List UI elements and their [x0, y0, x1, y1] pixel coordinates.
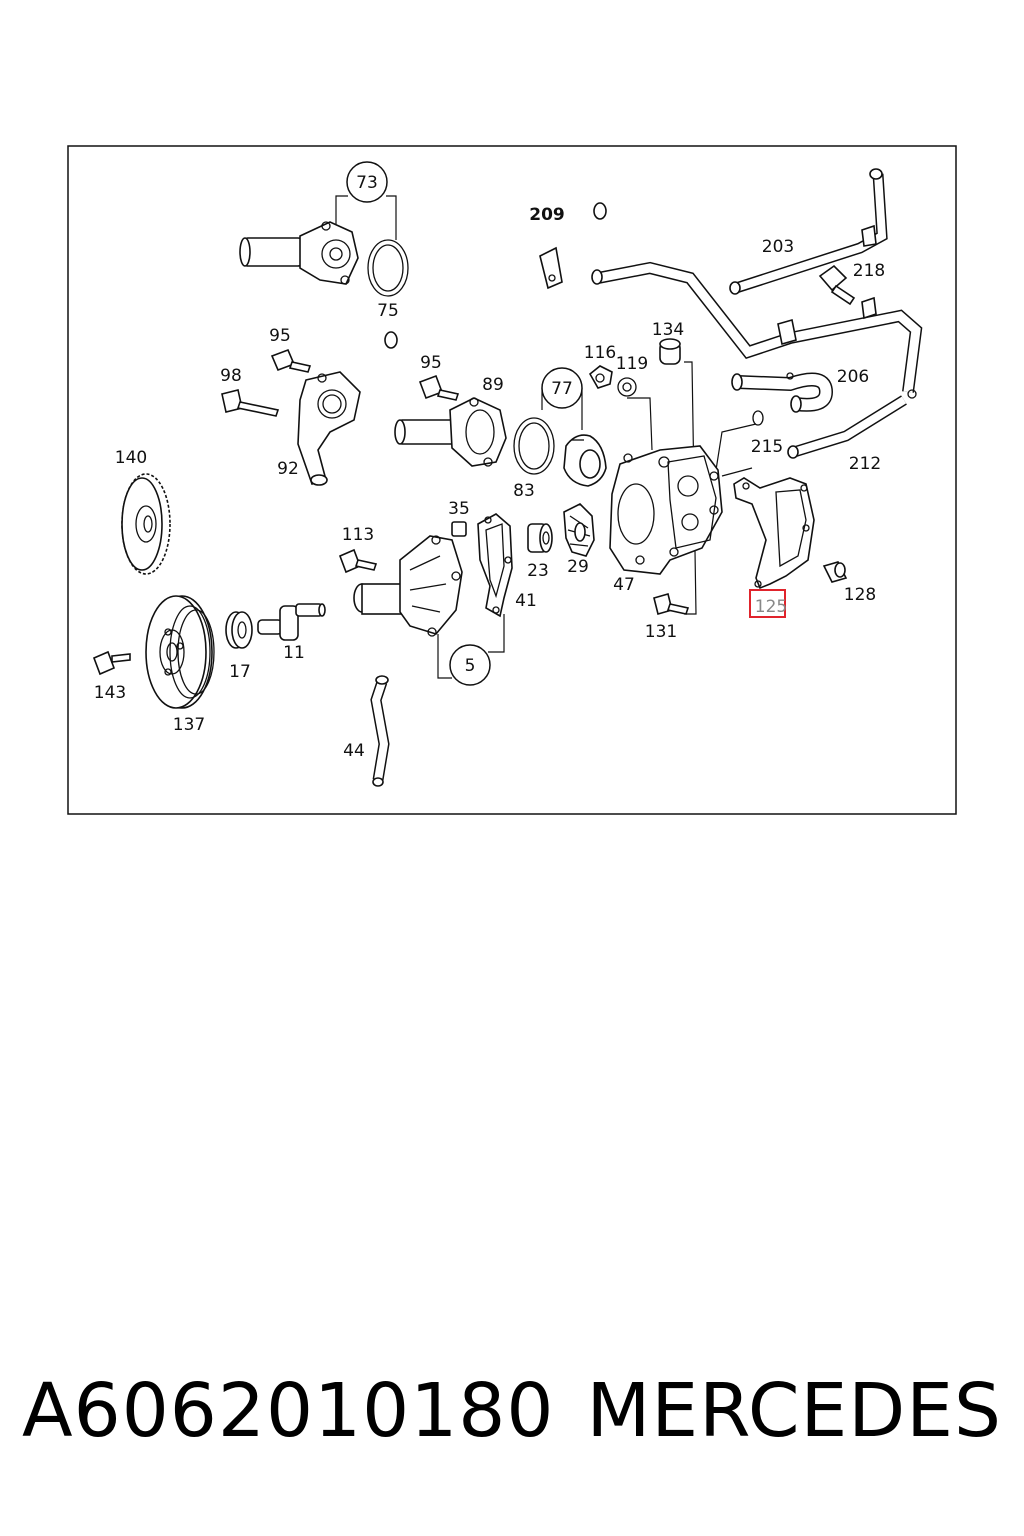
impeller-part-29 — [563, 503, 595, 557]
pulley-part-137 — [145, 595, 215, 709]
seal-ring-part-83 — [513, 417, 555, 475]
callout-212: 212 — [849, 454, 881, 474]
pump-housing-part-47 — [609, 445, 723, 575]
callout-75: 75 — [377, 301, 399, 321]
bolt-part-95-left — [270, 348, 312, 373]
seal-part-23 — [527, 523, 553, 553]
brand-name: MERCEDES — [586, 1368, 1002, 1454]
callout-23: 23 — [527, 561, 549, 581]
callout-17: 17 — [229, 662, 251, 682]
callout-44: 44 — [343, 741, 365, 761]
callout-95-left: 95 — [269, 326, 291, 346]
callout-98: 98 — [220, 366, 242, 386]
hose-part-44 — [370, 675, 390, 787]
gasket-part-41 — [477, 513, 513, 618]
bolt-part-131 — [653, 593, 690, 615]
callout-73: 73 — [356, 173, 378, 193]
sprocket-part-140 — [121, 473, 171, 575]
callout-circle-73 — [346, 161, 388, 203]
coolant-pipe-part-203 — [729, 168, 888, 295]
callout-5: 5 — [465, 656, 476, 676]
callout-215: 215 — [751, 437, 783, 457]
part-number: A6062010180 — [22, 1368, 555, 1454]
callout-83: 83 — [513, 481, 535, 501]
shaft-part-11 — [257, 603, 326, 641]
bolt-part-143 — [92, 650, 131, 676]
callout-125: 125 — [755, 597, 787, 617]
callout-116: 116 — [584, 343, 616, 363]
callout-203: 203 — [762, 237, 794, 257]
bushing-part-35 — [451, 521, 467, 537]
coolant-pipe-part-209 — [384, 202, 607, 349]
callout-77: 77 — [551, 379, 573, 399]
thermostat-housing-part-73 — [239, 221, 359, 285]
bolt-part-95-right — [418, 374, 460, 401]
callout-29: 29 — [567, 557, 589, 577]
thermostat-part-77 — [563, 434, 607, 487]
bolt-part-98 — [221, 389, 280, 417]
callout-137: 137 — [173, 715, 205, 735]
seal-ring-part-75 — [367, 239, 409, 297]
callout-218: 218 — [853, 261, 885, 281]
plug-part-134 — [659, 338, 681, 365]
o-ring-part-215 — [752, 410, 764, 426]
coolant-pipe-long — [591, 261, 923, 399]
water-pump-part-5 — [353, 535, 463, 637]
sleeve-part-128 — [822, 561, 848, 583]
exploded-parts-diagram: 73 75 209 203 218 212 — [67, 145, 957, 815]
callout-95-right: 95 — [420, 353, 442, 373]
callout-113: 113 — [342, 525, 374, 545]
seal-part-119 — [617, 377, 637, 397]
gasket-part-125 — [733, 477, 815, 590]
callout-89: 89 — [482, 375, 504, 395]
coolant-pipe-part-212 — [787, 395, 907, 459]
bolt-part-218 — [818, 264, 856, 306]
callout-35: 35 — [448, 499, 470, 519]
callout-47: 47 — [613, 575, 635, 595]
water-neck-part-89 — [394, 397, 507, 467]
callout-119: 119 — [616, 354, 648, 374]
footer: A6062010180 MERCEDES — [0, 1368, 1024, 1478]
callout-41: 41 — [515, 591, 537, 611]
callout-11: 11 — [283, 643, 305, 663]
callout-209: 209 — [529, 205, 565, 225]
callout-131: 131 — [645, 622, 677, 642]
water-outlet-part-92 — [297, 371, 361, 486]
callout-circle-5 — [449, 644, 491, 686]
diagram-frame — [67, 145, 957, 815]
callout-128: 128 — [844, 585, 876, 605]
highlight-box-125 — [749, 589, 786, 618]
plug-part-116 — [588, 365, 613, 389]
callout-134: 134 — [652, 320, 684, 340]
hub-part-17 — [225, 611, 253, 649]
callout-circle-77 — [541, 367, 583, 409]
callout-140: 140 — [115, 448, 147, 468]
callout-206: 206 — [837, 367, 869, 387]
elbow-hose-part-206 — [731, 372, 834, 413]
bolt-part-113 — [338, 548, 378, 574]
callout-92: 92 — [277, 459, 299, 479]
callout-143: 143 — [94, 683, 126, 703]
